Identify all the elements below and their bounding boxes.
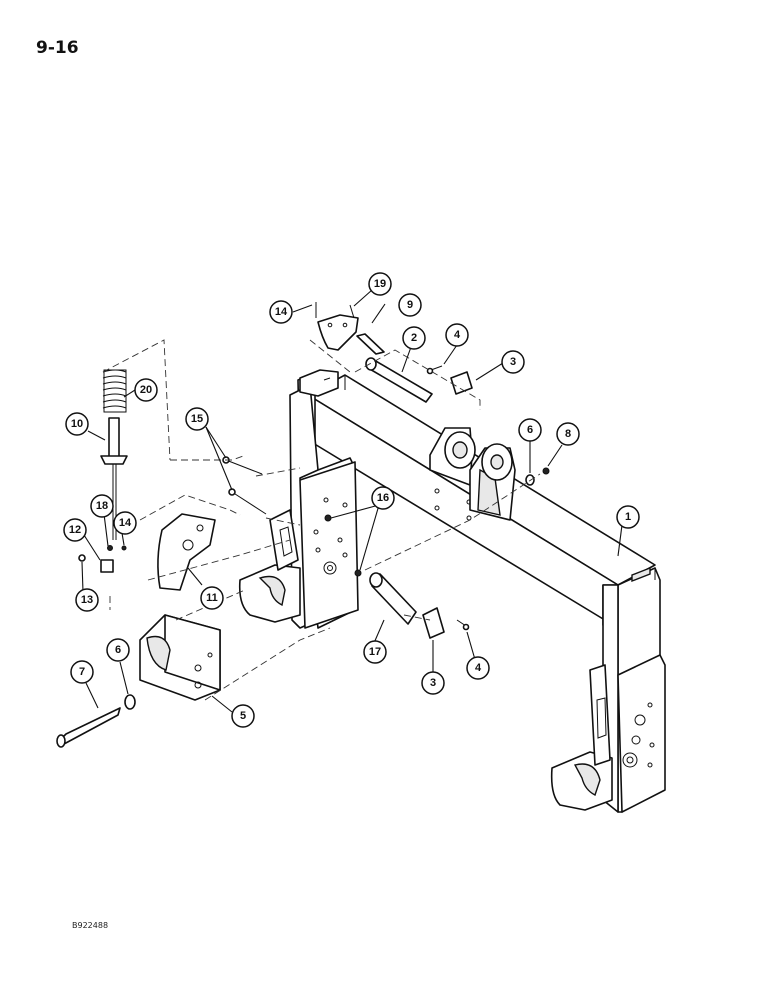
nut-part-16-lower: [354, 569, 362, 577]
callout-7: 7: [70, 660, 94, 684]
callout-9: 9: [398, 293, 422, 317]
svg-text:4: 4: [454, 329, 461, 341]
nut-part-18: [107, 545, 113, 551]
callout-4-top: 4: [445, 323, 469, 347]
washer-part-6-left: [124, 694, 136, 710]
callout-3-bottom: 3: [421, 671, 445, 695]
svg-text:18: 18: [96, 500, 108, 512]
svg-text:3: 3: [510, 356, 516, 368]
callout-3-top: 3: [501, 350, 525, 374]
callout-5: 5: [231, 704, 255, 728]
callout-16: 16: [371, 486, 395, 510]
page-number: 9-16: [36, 38, 79, 58]
svg-text:19: 19: [374, 278, 386, 290]
svg-text:15: 15: [191, 413, 203, 425]
svg-text:12: 12: [69, 524, 81, 536]
plate-part-3-bottom: [422, 607, 445, 639]
bolt-part-13: [78, 554, 86, 562]
block-part-12: [100, 559, 114, 573]
bolt-part-4-bottom: [456, 619, 470, 631]
callout-13: 13: [75, 588, 99, 612]
svg-text:11: 11: [206, 592, 218, 604]
callout-1: 1: [616, 505, 640, 529]
callout-17: 17: [363, 640, 387, 664]
callout-8: 8: [556, 422, 580, 446]
bolt-part-4-top: [426, 365, 443, 375]
svg-text:20: 20: [140, 384, 152, 396]
callout-12: 12: [63, 518, 87, 542]
svg-text:17: 17: [369, 646, 381, 658]
callout-6-right: 6: [518, 418, 542, 442]
hook-block-part-5: [139, 614, 221, 701]
bolts-part-15: [222, 456, 267, 515]
bolt-part-7: [56, 707, 121, 748]
latch-part-11: [157, 513, 216, 591]
svg-text:6: 6: [527, 424, 533, 436]
callout-6-left: 6: [106, 638, 130, 662]
svg-text:8: 8: [565, 428, 571, 440]
callout-20: 20: [134, 378, 158, 402]
nut-part-16-upper: [324, 514, 332, 522]
callout-10: 10: [65, 412, 89, 436]
svg-text:10: 10: [71, 418, 83, 430]
callout-2: 2: [402, 326, 426, 350]
nut-part-8: [542, 467, 550, 475]
washer-part-6-right: [525, 474, 535, 486]
svg-text:2: 2: [411, 332, 417, 344]
svg-text:4: 4: [475, 662, 482, 674]
screw-part-19: [349, 304, 355, 319]
svg-text:3: 3: [430, 677, 436, 689]
callout-14-left: 14: [113, 511, 137, 535]
svg-text:1: 1: [625, 511, 631, 523]
callout-11: 11: [200, 586, 224, 610]
phantom-lines: [102, 339, 541, 701]
svg-text:5: 5: [240, 710, 246, 722]
handle-part-9: [317, 314, 385, 355]
main-frame-drawing: [238, 369, 666, 813]
svg-text:7: 7: [79, 666, 85, 678]
svg-text:13: 13: [81, 594, 93, 606]
svg-text:16: 16: [377, 492, 389, 504]
svg-text:14: 14: [275, 306, 288, 318]
leader-lines: [81, 289, 623, 713]
callout-19: 19: [368, 272, 392, 296]
pin-part-17: [369, 572, 417, 625]
callout-15: 15: [185, 407, 209, 431]
spring-part-20: [102, 369, 127, 413]
svg-text:9: 9: [407, 299, 413, 311]
svg-text:6: 6: [115, 644, 121, 656]
svg-text:14: 14: [119, 517, 132, 529]
callout-14-top: 14: [269, 300, 293, 324]
figure-code: B922488: [72, 921, 109, 930]
pin-part-14-left: [121, 545, 127, 551]
callout-18: 18: [90, 494, 114, 518]
plate-part-3-top: [450, 371, 473, 395]
pin-part-2: [365, 357, 433, 403]
callout-4-bottom: 4: [466, 656, 490, 680]
